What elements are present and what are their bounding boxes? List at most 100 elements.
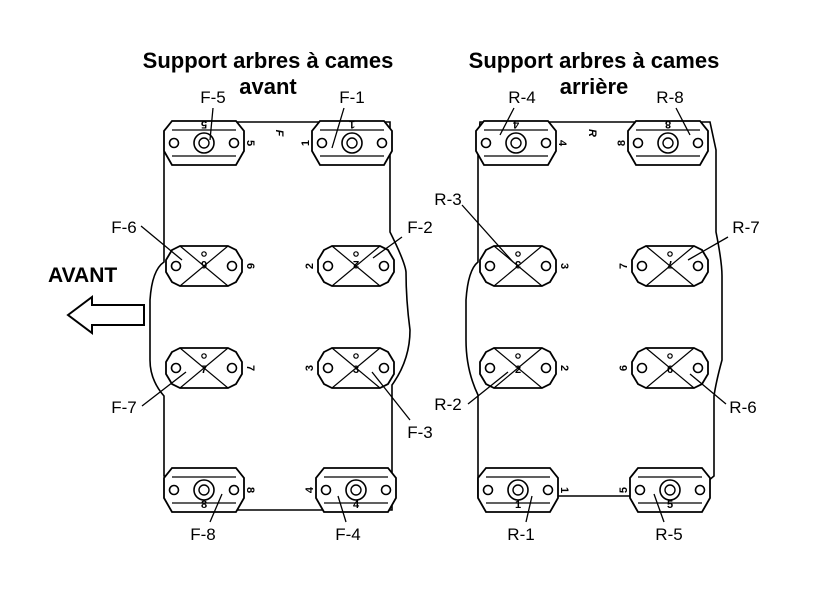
front-callout-1-leader: [331, 107, 345, 149]
rear-callout-1: R-1: [507, 525, 534, 544]
front-cap-1-bearing-ring: [341, 132, 363, 154]
front-cap-7-bolt-hole: [170, 362, 182, 374]
front-callout-4: F-4: [335, 525, 361, 544]
front-cap-6-bolt-hole: [170, 260, 182, 272]
front-cap-5-assembly-mark: 5: [244, 140, 256, 146]
front-cap-4-body: [315, 467, 397, 513]
front-direction-label: AVANT: [48, 264, 118, 287]
front-cap-2-cross-line: [331, 245, 381, 287]
rear-cap-6-assembly-mark: 6: [618, 365, 630, 371]
rear-cap-4-bolt-hole: [480, 137, 492, 149]
rear-cap-8-number: 8: [665, 118, 671, 130]
rear-cap-8-bolt-hole: [632, 137, 644, 149]
rear-cap-1-bolt-hole: [482, 484, 494, 496]
rear-callout-2-leader: [467, 371, 509, 405]
rear-cap-3-bolt-hole: [540, 260, 552, 272]
rear-cap-1-number: 1: [515, 499, 521, 511]
front-callout-5-leader: [209, 107, 214, 141]
rear-cap-5-bearing-ring: [659, 479, 681, 501]
rear-cap-1-assembly-mark: 1: [558, 487, 570, 493]
rear-bank-outline: [465, 121, 723, 497]
rear-cap-3-assembly-mark: 3: [558, 263, 570, 269]
front-cap-6-assembly-mark: 6: [244, 263, 256, 269]
rear-cap-2-assembly-mark: 2: [558, 365, 570, 371]
rear-cap-6-oil-hole: [667, 353, 673, 359]
front-cap-5-number: 5: [201, 118, 207, 130]
rear-callout-7: R-7: [732, 218, 759, 237]
front-cap-5-bolt-hole: [168, 137, 180, 149]
rear-cap-8-bearing-hole: [662, 137, 674, 149]
rear-cap-4-number: 4: [512, 118, 519, 130]
front-callout-5: F-5: [200, 88, 226, 107]
front-callout-7: F-7: [111, 398, 137, 417]
front-callout-7-leader: [141, 371, 187, 407]
rear-cap-2-bolt-hole: [540, 362, 552, 374]
front-cap-7-oil-hole: [201, 353, 207, 359]
front-cap-3-cross-line: [331, 347, 381, 389]
front-cap-8-bearing-ring: [193, 479, 215, 501]
front-cap-6: 6: [165, 245, 243, 287]
front-cap-1-bolt-hole: [316, 137, 328, 149]
rear-cap-8-bolt-hole: [692, 137, 704, 149]
rear-bank-title: Support arbres à cames arrière: [438, 48, 750, 100]
front-cap-7-cross-line: [179, 347, 229, 389]
front-cap-4-bolt-hole: [380, 484, 392, 496]
front-cap-1-bolt-hole: [376, 137, 388, 149]
front-title-line-1: Support arbres à cames: [142, 48, 394, 73]
rear-cap-6-bolt-hole: [636, 362, 648, 374]
front-cap-1-bearing-hole: [346, 137, 358, 149]
rear-cap-1-bearing-ring: [507, 479, 529, 501]
rear-callout-5-leader: [653, 493, 665, 523]
rear-cap-6: 6: [631, 347, 709, 389]
rear-callout-6: R-6: [729, 398, 756, 417]
rear-callout-2: R-2: [434, 395, 461, 414]
front-cap-3-oil-hole: [353, 353, 359, 359]
rear-cap-7-bolt-hole: [636, 260, 648, 272]
rear-cap-1-bearing-hole: [512, 484, 524, 496]
rear-cap-2-cross-line: [493, 347, 543, 389]
front-callout-3-leader: [371, 371, 411, 421]
rear-cap-2-bolt-hole: [484, 362, 496, 374]
rear-cap-1: 1: [477, 467, 559, 513]
rear-title-line-2: arrière: [559, 74, 629, 99]
front-cap-3-assembly-mark: 3: [304, 365, 316, 371]
rear-cap-5-body: [629, 467, 711, 513]
rear-bank-letter: R: [586, 129, 598, 137]
rear-callout-5: R-5: [655, 525, 682, 544]
front-cap-8-bolt-hole: [168, 484, 180, 496]
front-cap-8-bolt-hole: [228, 484, 240, 496]
rear-cap-2: 2: [479, 347, 557, 389]
front-cap-8-assembly-mark: 8: [244, 487, 256, 493]
front-cap-8-body: [163, 467, 245, 513]
rear-cap-8-assembly-mark: 8: [616, 140, 628, 146]
front-bank-title: Support arbres à cames avant: [112, 48, 424, 100]
front-title-line-2: avant: [239, 74, 297, 99]
front-cap-2-bolt-hole: [322, 260, 334, 272]
rear-cap-3-number: 3: [515, 258, 521, 270]
rear-cap-7: 7: [631, 245, 709, 287]
front-callout-6: F-6: [111, 218, 137, 237]
front-cap-4-bolt-hole: [320, 484, 332, 496]
rear-callout-7-leader: [687, 236, 729, 261]
front-cap-4: 4: [315, 467, 397, 513]
front-cap-6-bolt-hole: [226, 260, 238, 272]
front-cap-4-bearing-ring: [345, 479, 367, 501]
front-callout-8-leader: [209, 493, 223, 523]
front-cap-7-number: 7: [201, 364, 207, 376]
rear-cap-7-bolt-hole: [692, 260, 704, 272]
front-cap-6-oil-hole: [201, 251, 207, 257]
front-cap-6-number: 6: [201, 258, 207, 270]
rear-cap-6-cross-line: [645, 347, 695, 389]
rear-cap-5-bearing-hole: [664, 484, 676, 496]
front-callout-3: F-3: [407, 423, 433, 442]
rear-callout-8: R-8: [656, 88, 683, 107]
rear-cap-3-oil-hole: [515, 251, 521, 257]
rear-cap-8: 8: [627, 118, 709, 166]
front-callout-2-leader: [372, 236, 403, 259]
front-cap-2-number: 2: [353, 258, 359, 270]
rear-callout-1-leader: [525, 495, 533, 523]
front-cap-7-assembly-mark: 7: [244, 365, 256, 371]
rear-cap-2-number: 2: [515, 364, 521, 376]
